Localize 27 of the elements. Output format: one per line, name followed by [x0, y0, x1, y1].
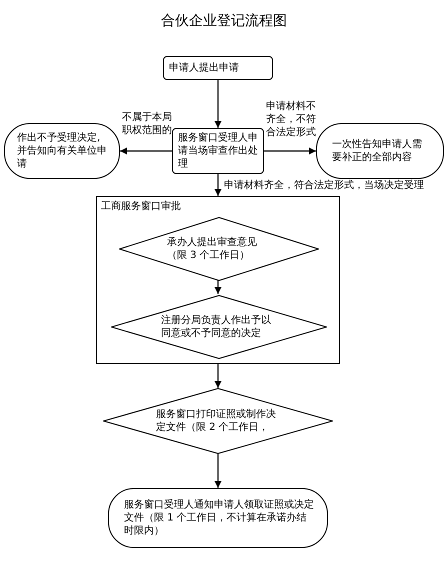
- process-box: [172, 128, 264, 174]
- node-text: 服务窗口受理人通知申请人领取证照或决定文件（限 1 个工作日，不计算在承诺办结时限内）: [124, 498, 314, 538]
- terminal-box: [4, 123, 120, 179]
- arrow: [214, 80, 222, 128]
- node-text: 申请人提出申请: [169, 62, 240, 74]
- decision-diamond: [119, 217, 319, 281]
- arrow: [264, 148, 316, 154]
- group-frame: [96, 196, 340, 364]
- node-text: 服务窗口打印证照或制作决定文件（限 2 个工作日，: [156, 408, 277, 434]
- node-text: 作出不予受理决定,并告知向有关单位申请: [17, 132, 108, 170]
- group-heading: 工商服务窗口审批: [101, 200, 181, 213]
- arrow: [120, 148, 172, 154]
- arrow: [214, 364, 222, 388]
- decision-diamond: [111, 295, 327, 359]
- node-text: 服务窗口受理人申请当场审查作出处理: [178, 132, 259, 170]
- node-text: 注册分局负责人作出予以同意或不予同意的决定: [161, 314, 272, 340]
- arrow: [214, 454, 222, 488]
- diagram-title: 合伙企业登记流程图: [160, 12, 288, 30]
- node-text: 一次性告知申请人需要补正的全部内容: [332, 138, 423, 164]
- decision-diamond: [103, 388, 333, 454]
- edge-label: 申请材料不齐全，不符合法定形式: [266, 100, 316, 139]
- node-text: 承办人提出审查意见（限 3 个工作日）: [167, 236, 258, 262]
- terminal-box: [108, 488, 328, 548]
- arrow: [214, 174, 222, 196]
- process-box: [163, 56, 273, 80]
- arrow: [214, 280, 222, 294]
- edge-label: 不属于本局职权范围的: [122, 111, 172, 137]
